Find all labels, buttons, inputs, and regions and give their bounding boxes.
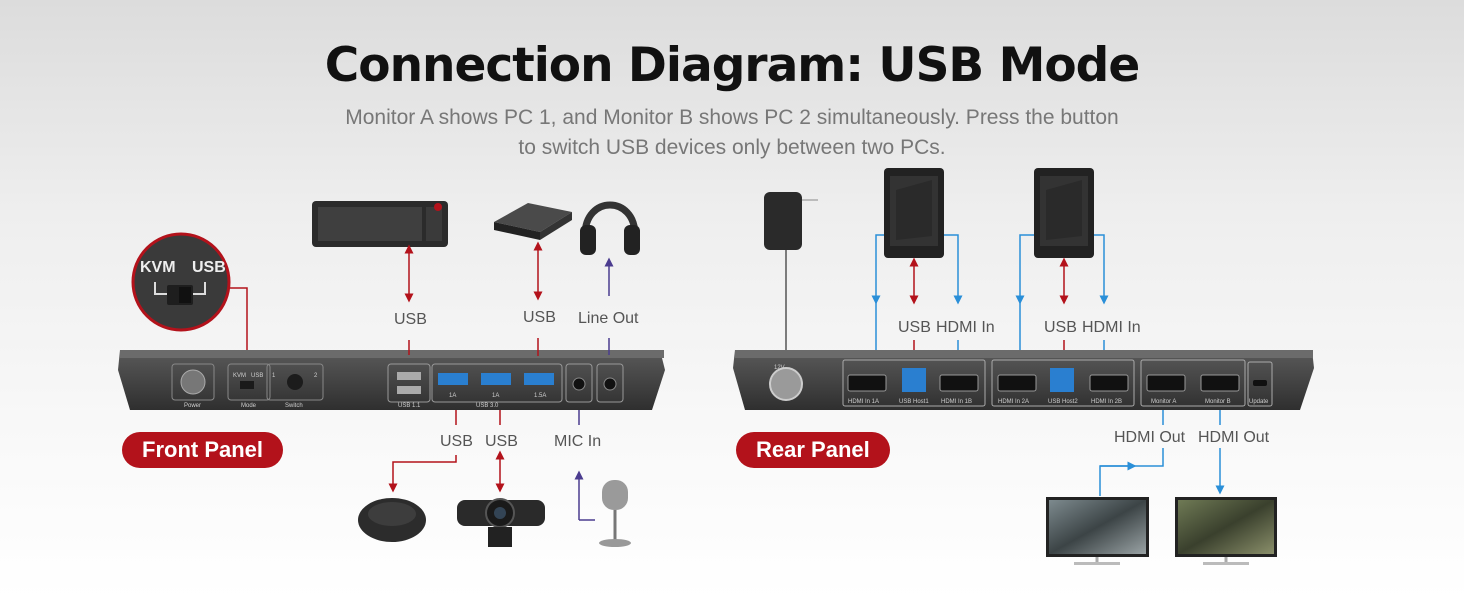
mic-jack-icon xyxy=(572,377,586,391)
line-out-label: Line Out xyxy=(578,310,639,327)
rear-panel-badge: Rear Panel xyxy=(736,432,890,468)
hdmi-1a-label: HDMI In 1A xyxy=(848,399,879,405)
switch-button-icon xyxy=(287,374,303,390)
mode-usb-label: USB xyxy=(251,373,263,379)
headphone-jack-icon xyxy=(603,377,617,391)
external-drive-icon xyxy=(494,203,572,240)
usb11-label: USB 1.1 xyxy=(398,403,421,409)
power-icon xyxy=(180,369,206,395)
page-title: Connection Diagram: USB Mode xyxy=(324,38,1140,93)
monitor-b-out-label: HDMI Out xyxy=(1198,429,1270,446)
mode-switch-callout: KVM USB xyxy=(131,232,250,358)
mouse-usb-label: USB xyxy=(440,433,473,450)
pc1-tower-icon xyxy=(884,168,944,258)
webcam-icon xyxy=(457,498,545,547)
pc2-tower-icon xyxy=(1034,168,1094,258)
hdmi-2a-label: HDMI In 2A xyxy=(998,399,1029,405)
port-15a-label: 1.5A xyxy=(534,393,546,399)
subtitle-line-2: to switch USB devices only between two P… xyxy=(518,136,946,159)
hdmi-1b-label: HDMI In 1B xyxy=(941,399,972,405)
subtitle-line-1: Monitor A shows PC 1, and Monitor B show… xyxy=(345,106,1119,129)
microphone-icon xyxy=(599,480,631,547)
monitor-b-port-label: Monitor B xyxy=(1205,399,1231,405)
usb30-label: USB 3.0 xyxy=(476,403,499,409)
keyboard-usb-label: USB xyxy=(394,311,427,328)
mode-kvm-label: KVM xyxy=(233,373,246,379)
callout-kvm-label: KVM xyxy=(140,259,176,276)
pc2-usb-label: USB xyxy=(1044,319,1077,336)
monitor-b-icon xyxy=(1175,497,1277,565)
hdmi-2b-label: HDMI In 2B xyxy=(1091,399,1122,405)
pc2-hdmi-label: HDMI In xyxy=(1082,319,1141,336)
switch-1-label: 1 xyxy=(272,373,276,379)
callout-usb-label: USB xyxy=(192,259,226,276)
monitor-a-out-label: HDMI Out xyxy=(1114,429,1186,446)
mode-label: Mode xyxy=(241,403,257,409)
port-1a-left-label: 1A xyxy=(449,393,456,399)
mic-in-label: MIC In xyxy=(554,433,601,450)
webcam-usb-label: USB xyxy=(485,433,518,450)
usb-host2-label: USB Host2 xyxy=(1048,399,1078,405)
subtitle: Monitor A shows PC 1, and Monitor B show… xyxy=(282,103,1182,163)
switch-2-label: 2 xyxy=(314,373,318,379)
dc-jack-icon xyxy=(769,367,803,401)
monitor-a-port-label: Monitor A xyxy=(1151,399,1176,405)
usb-host1-label: USB Host1 xyxy=(899,399,929,405)
port-1a-mid-label: 1A xyxy=(492,393,499,399)
power-label: Power xyxy=(184,403,201,409)
pc1-hdmi-label: HDMI In xyxy=(936,319,995,336)
front-panel-device: Power KVM USB Mode 1 2 Switch USB 1.1 1A… xyxy=(118,350,665,410)
monitor-a-icon xyxy=(1046,497,1149,565)
drive-usb-label: USB xyxy=(523,309,556,326)
rear-panel-device: 12V HDMI In 1A USB Host1 HDMI In 1B HDMI… xyxy=(733,350,1314,410)
keyboard-icon xyxy=(312,201,448,247)
headphones-icon xyxy=(580,201,640,255)
power-adapter-icon xyxy=(764,192,818,368)
update-label: Update xyxy=(1249,399,1269,405)
front-panel-badge: Front Panel xyxy=(122,432,284,468)
pc1-usb-label: USB xyxy=(898,319,931,336)
mouse-icon xyxy=(358,498,426,542)
dc-label: 12V xyxy=(774,365,785,371)
switch-label: Switch xyxy=(285,403,303,409)
